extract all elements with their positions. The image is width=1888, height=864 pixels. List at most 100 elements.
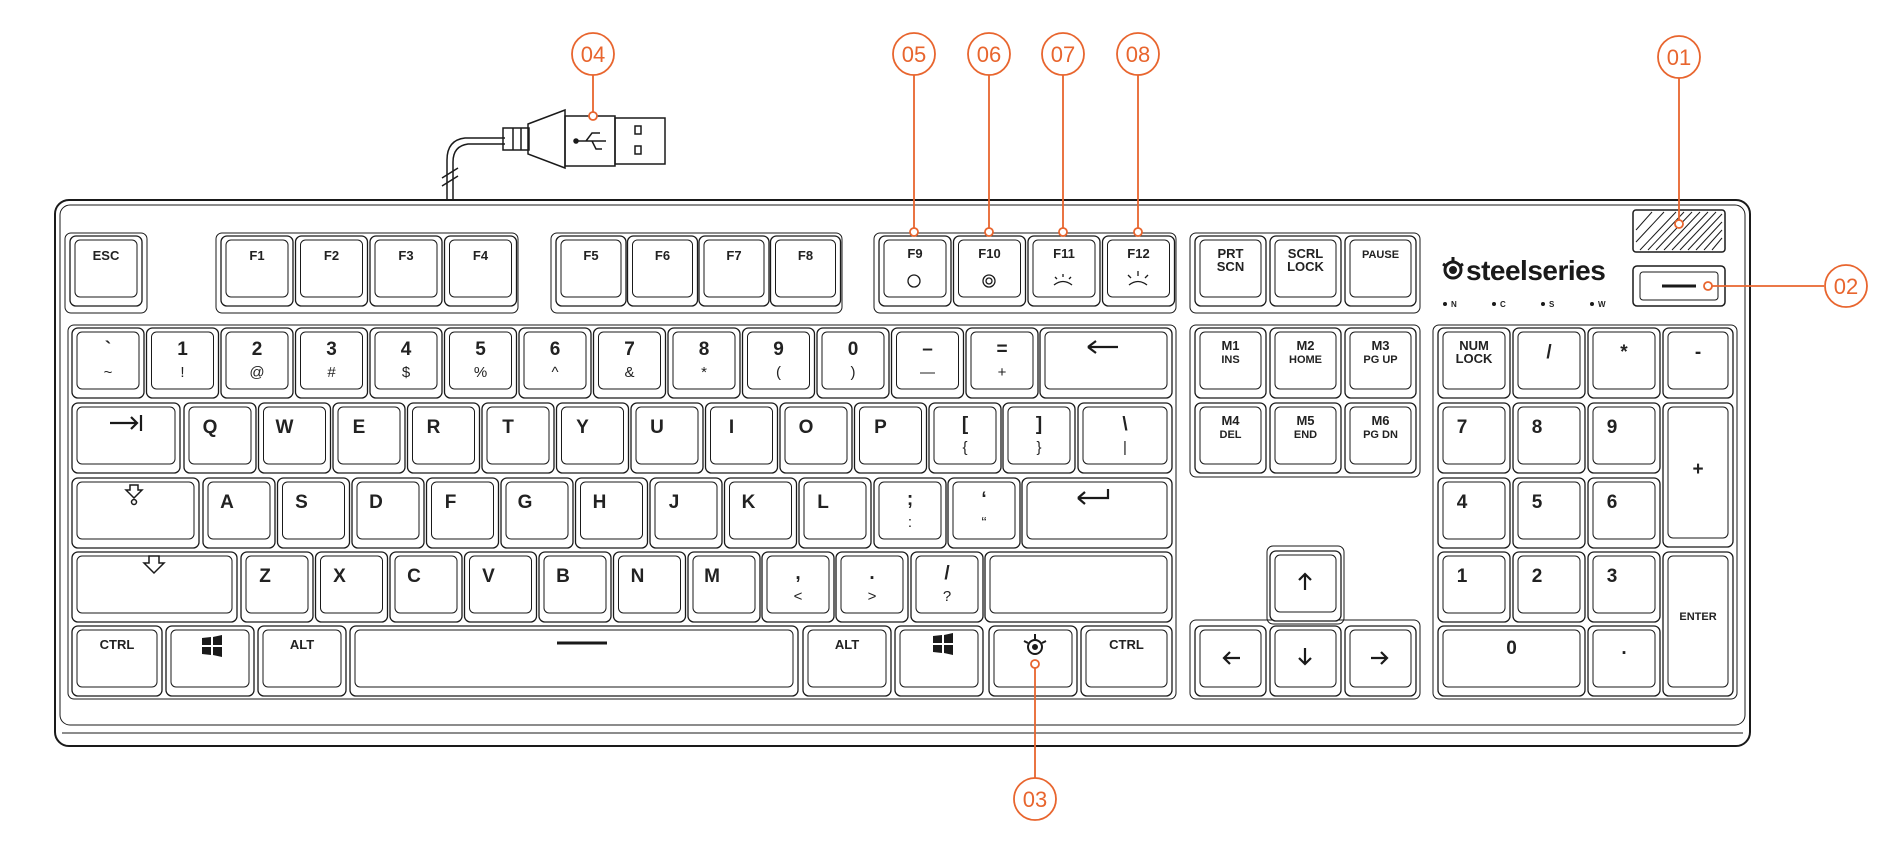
key-np5: 5	[1512, 477, 1586, 549]
key-np6-label: 6	[1607, 492, 1618, 513]
key-n: N	[612, 551, 687, 623]
key-m3-label-sub: PG UP	[1363, 354, 1397, 366]
key-np-enter-label: ENTER	[1679, 611, 1716, 623]
key-backslash-label-shift: |	[1123, 439, 1127, 456]
key-g-label: G	[518, 492, 533, 513]
callout-label-05: 05	[902, 42, 926, 67]
callout-07	[1041, 32, 1085, 76]
key-np-dot: .	[1587, 625, 1661, 697]
key-np-minus-label: -	[1695, 342, 1701, 363]
key-f8: F8	[769, 235, 842, 307]
key-num-2-label-shift: @	[249, 364, 264, 381]
key-pause-label: PAUSE	[1362, 249, 1399, 261]
key-alt-right-label: ALT	[835, 637, 859, 652]
key-np0: 0	[1437, 625, 1586, 697]
key-f12-label: F12	[1127, 246, 1149, 261]
arrow-right-icon	[1371, 651, 1389, 665]
key-f10: F10	[952, 235, 1027, 307]
key-np2-label: 2	[1532, 566, 1543, 587]
key-f4: F4	[443, 235, 518, 307]
key-i-label: I	[729, 417, 734, 438]
key-l: L	[798, 477, 872, 549]
key-num-8-label: 8	[699, 339, 710, 360]
key-j-label: J	[669, 492, 680, 513]
key-np5-label: 5	[1532, 492, 1543, 513]
key-v: V	[463, 551, 538, 623]
steelseries-key-icon	[1023, 634, 1047, 655]
key-backslash-label: \	[1122, 414, 1128, 435]
key-m1-label-sub: INS	[1221, 354, 1239, 366]
lock-indicators: N C S W	[1443, 300, 1606, 309]
key-bracket-close: ]}	[1002, 402, 1076, 474]
key-num-0-label: `	[105, 339, 111, 360]
key-j: J	[649, 477, 723, 549]
key-k: K	[723, 477, 798, 549]
key-c: C	[389, 551, 463, 623]
key-np8: 8	[1512, 402, 1586, 474]
key-m6-label: M6	[1371, 413, 1389, 428]
profile-icon	[907, 274, 921, 288]
key-quote-label-shift: “	[982, 514, 987, 531]
key-np2: 2	[1512, 551, 1586, 623]
key-x: X	[314, 551, 389, 623]
key-np4: 4	[1437, 477, 1511, 549]
key-s-label: S	[295, 492, 308, 513]
key-bracket-close-label-shift: }	[1036, 439, 1041, 456]
key-num-10-label-shift: )	[851, 364, 856, 381]
record-icon	[982, 274, 996, 288]
key-m3-label: M3	[1371, 338, 1389, 353]
key-glyphs	[110, 271, 1389, 666]
callout-08	[1116, 32, 1160, 76]
key-num-0-label-shift: ~	[104, 364, 113, 381]
key-slash: /?	[910, 551, 984, 623]
key-f7-label: F7	[726, 248, 741, 263]
key-num-4-label-shift: $	[402, 364, 411, 381]
key-num-12-label: =	[996, 339, 1007, 360]
key-backspace	[1039, 327, 1173, 399]
key-prt-scn-label-bottom: SCN	[1217, 259, 1244, 274]
usb-icon	[573, 132, 606, 150]
key-num-8-label-shift: *	[701, 364, 707, 381]
windows-icon-right	[933, 633, 953, 655]
key-comma-label: ,	[795, 563, 800, 584]
key-win-left	[165, 625, 255, 697]
key-period-label: .	[869, 563, 874, 584]
key-l-label: L	[817, 492, 829, 513]
key-np-enter: ENTER	[1662, 551, 1734, 697]
key-o: O	[779, 402, 853, 474]
key-num-7-label: 7	[624, 339, 635, 360]
callout-labels: 04 05 06 07 08 01 02 03	[581, 42, 1858, 812]
key-f2: F2	[294, 235, 369, 307]
key-w-label: W	[276, 417, 294, 438]
key-scrl-lock-label-bottom: LOCK	[1287, 259, 1324, 274]
key-caps-lock	[71, 477, 200, 549]
key-h: H	[574, 477, 649, 549]
key-np6: 6	[1587, 477, 1661, 549]
key-num-4: 4$	[369, 327, 443, 399]
callout-03	[1013, 777, 1057, 821]
enter-arrow-icon	[1077, 489, 1110, 505]
key-num-5-label: 5	[475, 339, 486, 360]
key-b: B	[538, 551, 612, 623]
key-a-label: A	[220, 492, 234, 513]
indicator-w: W	[1598, 300, 1606, 309]
key-a: A	[202, 477, 276, 549]
key-f3: F3	[369, 235, 443, 307]
key-semicolon-label: ;	[907, 489, 913, 510]
key-m6-label-sub: PG DN	[1363, 429, 1398, 441]
key-num-9-label: 9	[773, 339, 784, 360]
keyboard-body-inner	[59, 204, 1746, 726]
key-num-2-label: 2	[252, 339, 263, 360]
key-ctrl-left: CTRL	[71, 625, 163, 697]
key-np0-label: 0	[1506, 638, 1517, 659]
usb-cable	[441, 108, 666, 202]
caps-lock-icon	[124, 484, 144, 506]
key-np1-label: 1	[1457, 566, 1468, 587]
key-g: G	[500, 477, 574, 549]
key-e-label: E	[353, 417, 366, 438]
key-win-right	[894, 625, 984, 697]
